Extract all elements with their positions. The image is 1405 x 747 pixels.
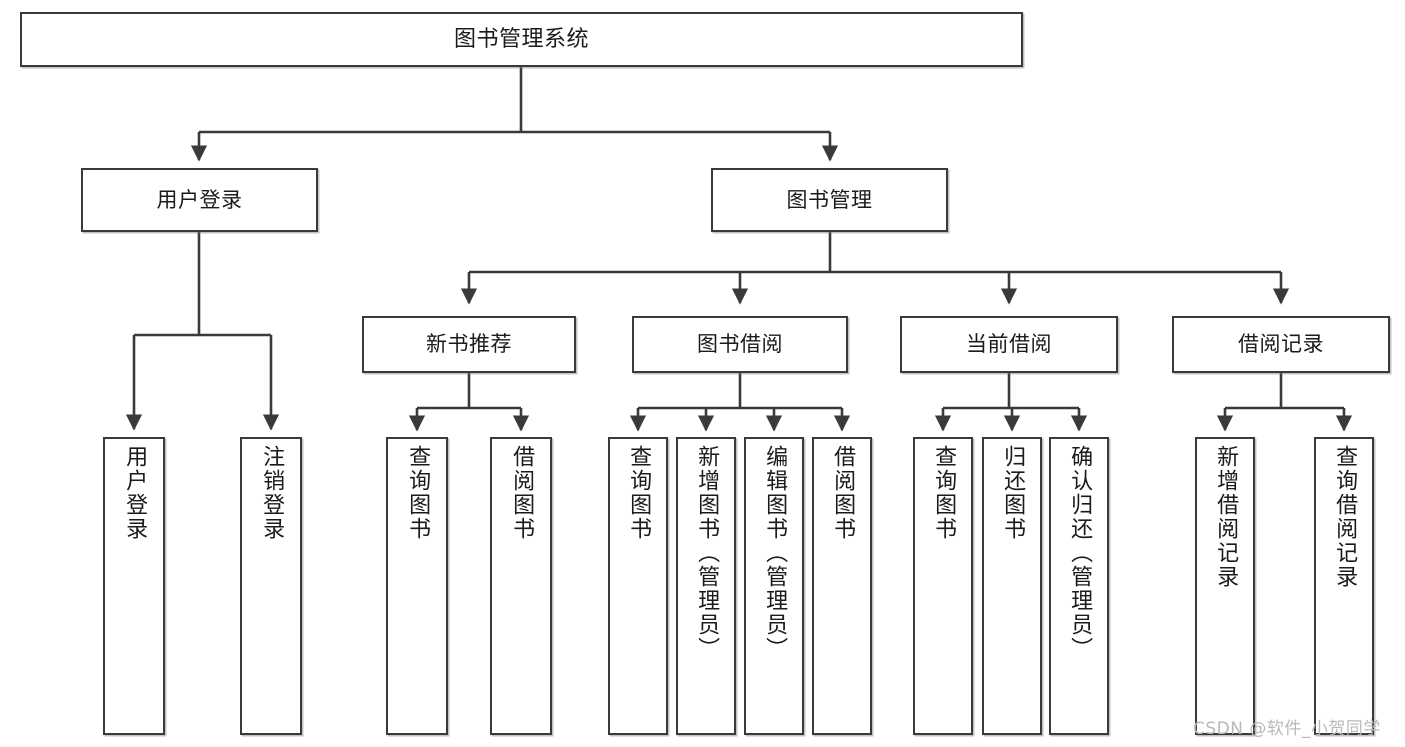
node-borrow-book-1[interactable]: 借阅图书 [490, 437, 552, 735]
node-current-borrow[interactable]: 当前借阅 [900, 316, 1118, 373]
node-query-book-2-label: 查询图书 [626, 445, 652, 541]
node-return-book[interactable]: 归还图书 [982, 437, 1042, 735]
node-edit-book[interactable]: 编辑图书（管理员） [744, 437, 804, 735]
node-confirm-return[interactable]: 确认归还（管理员） [1049, 437, 1109, 735]
node-logout-leaf[interactable]: 注销登录 [240, 437, 302, 735]
node-new-book-recommend-label: 新书推荐 [426, 332, 512, 357]
node-user-login-label: 用户登录 [156, 187, 243, 212]
watermark: CSDN @软件_小贺同学 [1193, 719, 1381, 739]
node-add-borrow-record-label: 新增借阅记录 [1213, 445, 1239, 589]
node-current-borrow-label: 当前借阅 [966, 332, 1052, 357]
node-root-label: 图书管理系统 [453, 26, 589, 52]
node-query-book-1-label: 查询图书 [405, 445, 431, 541]
node-root[interactable]: 图书管理系统 [20, 12, 1023, 67]
node-add-borrow-record[interactable]: 新增借阅记录 [1195, 437, 1255, 735]
node-logout-leaf-label: 注销登录 [259, 445, 285, 541]
node-borrow-book-2[interactable]: 借阅图书 [812, 437, 872, 735]
node-book-management[interactable]: 图书管理 [711, 168, 948, 232]
node-user-login-leaf[interactable]: 用户登录 [103, 437, 165, 735]
node-new-book-recommend[interactable]: 新书推荐 [362, 316, 576, 373]
node-query-book-3-label: 查询图书 [931, 445, 957, 541]
node-edit-book-label: 编辑图书（管理员） [762, 445, 788, 661]
node-borrow-record-label: 借阅记录 [1238, 332, 1324, 357]
node-book-management-label: 图书管理 [786, 187, 873, 212]
node-book-borrow[interactable]: 图书借阅 [632, 316, 848, 373]
node-query-borrow-record[interactable]: 查询借阅记录 [1314, 437, 1374, 735]
node-user-login-leaf-label: 用户登录 [122, 445, 148, 541]
node-borrow-book-2-label: 借阅图书 [830, 445, 856, 541]
node-add-book[interactable]: 新增图书（管理员） [676, 437, 736, 735]
node-query-book-2[interactable]: 查询图书 [608, 437, 668, 735]
node-borrow-record[interactable]: 借阅记录 [1172, 316, 1390, 373]
node-return-book-label: 归还图书 [1000, 445, 1026, 541]
node-book-borrow-label: 图书借阅 [697, 332, 783, 357]
node-user-login[interactable]: 用户登录 [81, 168, 318, 232]
node-query-borrow-record-label: 查询借阅记录 [1332, 445, 1358, 589]
node-confirm-return-label: 确认归还（管理员） [1067, 445, 1093, 661]
node-borrow-book-1-label: 借阅图书 [509, 445, 535, 541]
node-add-book-label: 新增图书（管理员） [694, 445, 720, 661]
node-query-book-3[interactable]: 查询图书 [913, 437, 973, 735]
node-query-book-1[interactable]: 查询图书 [386, 437, 448, 735]
